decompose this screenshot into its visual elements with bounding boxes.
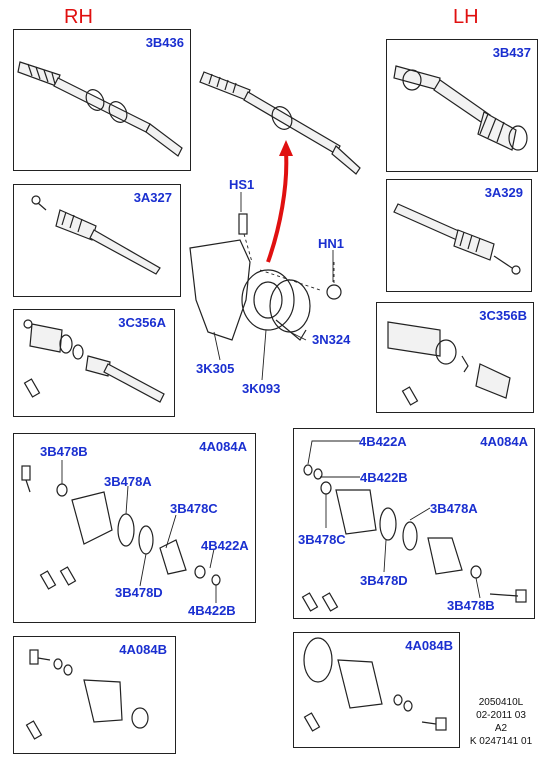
- bearing-bracket-drawing: [189, 213, 342, 341]
- callout-3b478c-rh: 3B478C: [170, 501, 218, 516]
- callout-3b478d-lh: 3B478D: [360, 573, 408, 588]
- note-line-3: A2: [494, 723, 508, 734]
- note-line-1: 2050410L: [478, 697, 524, 708]
- callout-leaders: [61, 192, 481, 603]
- part-label-4a084b-lh: 4A084B: [405, 638, 453, 653]
- note-line-4: K 0247141 01: [469, 736, 533, 747]
- shaft-3a327-drawing: [31, 195, 161, 275]
- part-label-3a329: 3A329: [484, 185, 523, 200]
- driveshaft-lh-drawing: [393, 65, 528, 151]
- part-label-4a084b-rh: 4A084B: [119, 642, 167, 657]
- part-label-3a327: 3A327: [133, 190, 172, 205]
- panel-4a084b-rh[interactable]: 4A084B: [13, 636, 176, 754]
- part-label-3c356a: 3C356A: [118, 315, 166, 330]
- callout-4b422b-rh: 4B422B: [188, 603, 236, 618]
- callout-3b478c-lh: 3B478C: [298, 532, 346, 547]
- joint-3c356b-drawing: [387, 321, 511, 406]
- callout-3k305: 3K305: [196, 361, 235, 376]
- joint-3c356a-drawing: [23, 319, 165, 403]
- rh-header: RH: [64, 6, 93, 28]
- assembly-arrow: [266, 151, 289, 263]
- boot-kit-4a084b-rh-drawing: [25, 649, 149, 740]
- callout-4b422a-lh: 4B422A: [359, 434, 407, 449]
- panel-3b437[interactable]: 3B437: [386, 39, 538, 172]
- callout-3b478d-rh: 3B478D: [115, 585, 163, 600]
- note-line-2: 02-2011 03: [476, 710, 526, 721]
- part-label-4a084a-lh: 4A084A: [480, 434, 528, 449]
- callout-3b478b-rh: 3B478B: [40, 444, 88, 459]
- callout-3k093: 3K093: [242, 381, 281, 396]
- callout-3n324: 3N324: [312, 332, 351, 347]
- part-label-3b436: 3B436: [145, 35, 184, 50]
- center-driveshaft-drawing: [199, 71, 361, 175]
- shaft-3a329-drawing: [393, 203, 521, 275]
- lh-header: LH: [453, 6, 479, 28]
- callout-3b478b-lh: 3B478B: [447, 598, 495, 613]
- callout-4b422a-rh: 4B422A: [201, 538, 249, 553]
- driveshaft-rh-drawing: [17, 61, 183, 157]
- callout-hs1: HS1: [229, 177, 255, 192]
- panel-4a084b-lh[interactable]: 4A084B: [293, 632, 460, 748]
- part-label-3c356b: 3C356B: [479, 308, 527, 323]
- callout-hn1: HN1: [318, 236, 345, 251]
- boot-kit-4a084b-lh-drawing: [303, 637, 447, 732]
- callout-3b478a-rh: 3B478A: [104, 474, 152, 489]
- part-label-4a084a-rh: 4A084A: [199, 439, 247, 454]
- part-label-3b437: 3B437: [492, 45, 531, 60]
- callout-3b478a-lh: 3B478A: [430, 501, 478, 516]
- callout-4b422b-lh: 4B422B: [360, 470, 408, 485]
- boot-kit-lh-drawing: [301, 464, 527, 612]
- reference-note: 2050410L 02-2011 03 A2 K 0247141 01: [456, 696, 546, 748]
